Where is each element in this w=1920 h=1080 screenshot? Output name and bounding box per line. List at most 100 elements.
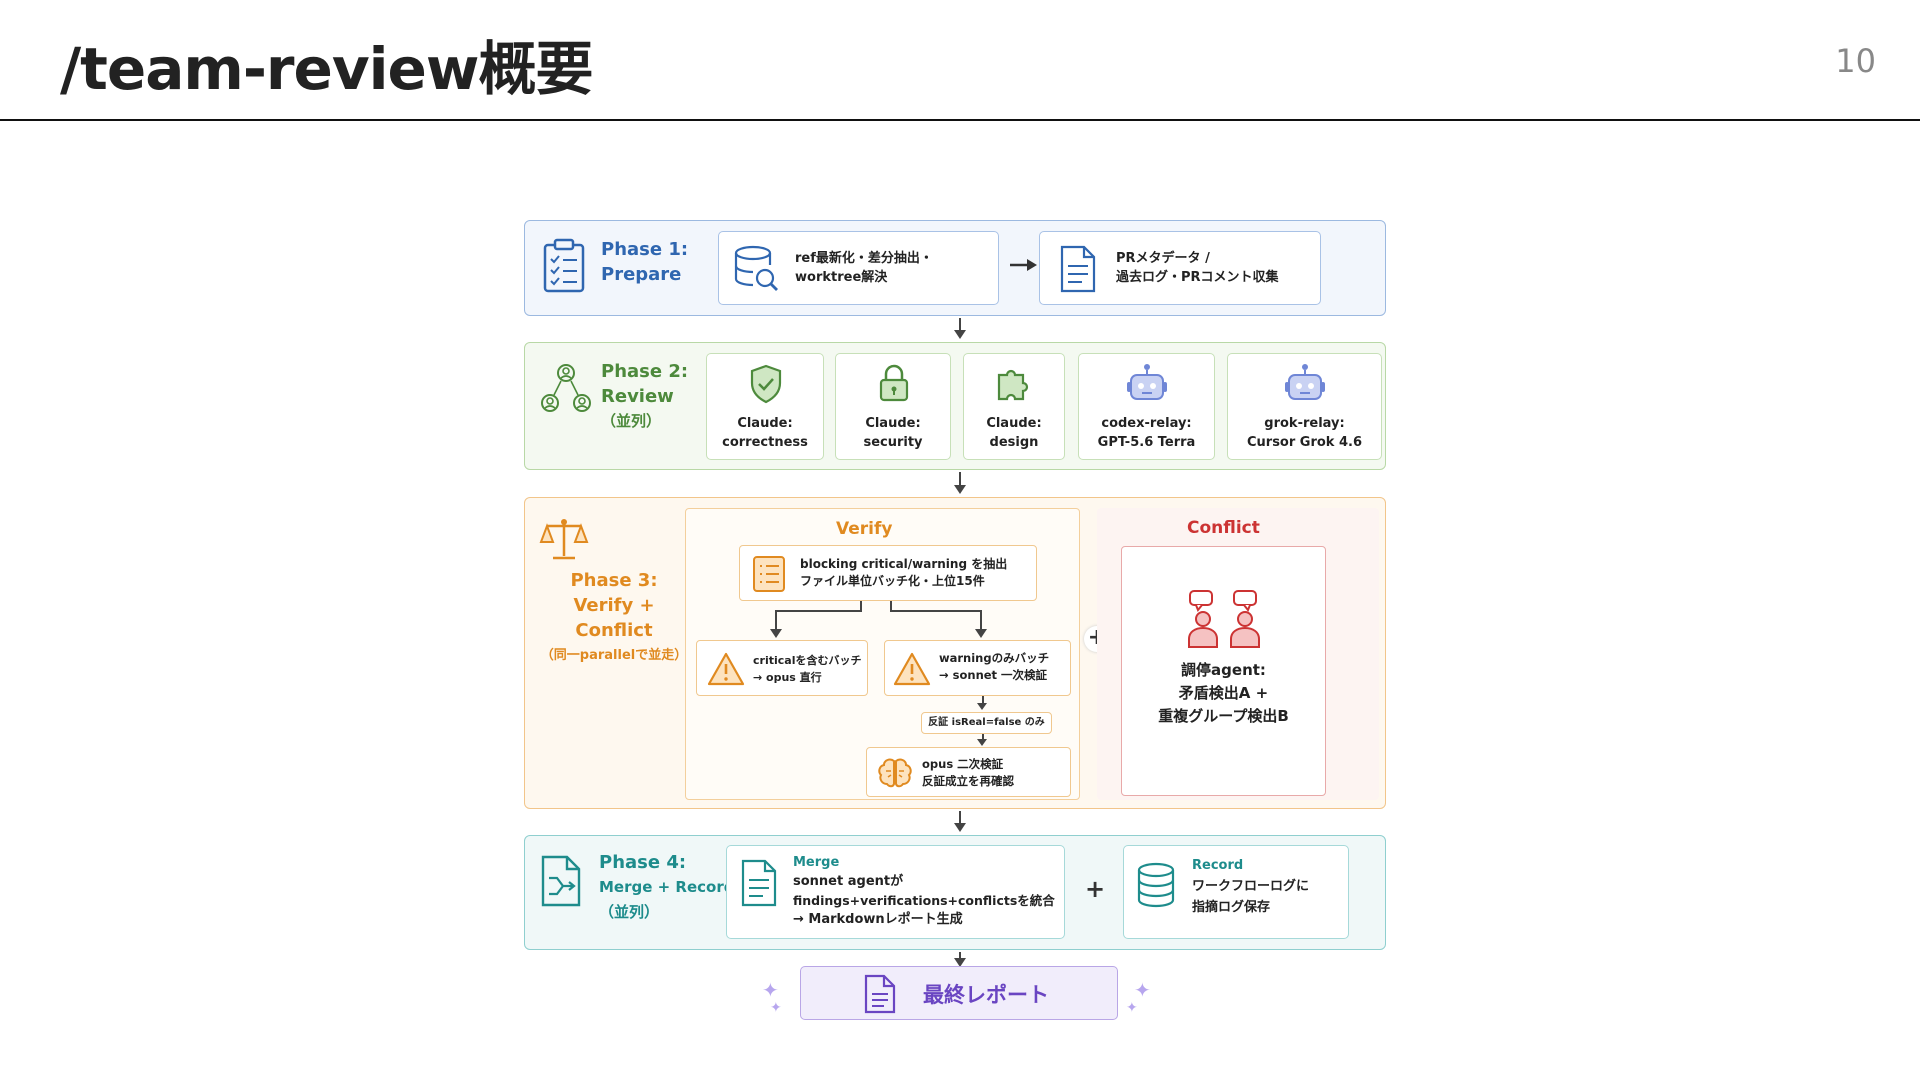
verify-extract-card: blocking critical/warning を抽出 ファイル単位バッチ化…	[739, 545, 1037, 601]
merge-card: Merge sonnet agentが findings+verificatio…	[726, 845, 1065, 939]
record-card: Record ワークフローログに 指摘ログ保存	[1123, 845, 1349, 939]
team-network-icon	[541, 364, 591, 412]
merge-title: Merge	[793, 855, 840, 870]
phase-4-note: （並列）	[599, 903, 660, 921]
plus-operator: +	[1085, 875, 1106, 903]
merge-line2: findings+verifications+conflictsを統合	[793, 893, 1055, 908]
puzzle-piece-icon	[997, 369, 1029, 401]
connector-line	[982, 734, 984, 742]
balance-scale-icon	[539, 519, 589, 560]
critical-batch-card: criticalを含むバッチ → opus 直行	[696, 640, 868, 696]
merge-line3: → Markdownレポート生成	[793, 912, 963, 927]
document-icon	[741, 859, 777, 907]
sparkle-icon: ✦	[1126, 1000, 1138, 1016]
phase-4-merge-record: Phase 4: Merge + Record （並列） Merge sonne…	[524, 835, 1386, 950]
reviewer-codex-card: codex-relay: GPT-5.6 Terra	[1078, 353, 1215, 460]
warning-batch-line1: warningのみバッチ	[939, 651, 1050, 665]
verify-extract-line2: ファイル単位バッチ化・上位15件	[800, 574, 985, 588]
connector-line	[982, 696, 984, 706]
phase-2-review: Phase 2: Review （並列） Claude: correctness	[524, 342, 1386, 470]
conflict-title: Conflict	[1187, 518, 1260, 538]
opus-second-check-card: opus 二次検証 反証成立を再確認	[866, 747, 1071, 797]
reviewer-security-card: Claude: security	[835, 353, 951, 460]
arrow-down-icon	[954, 330, 966, 339]
brain-icon	[878, 758, 912, 788]
connector-line	[959, 811, 961, 825]
critical-batch-line2: → opus 直行	[753, 671, 822, 684]
warning-batch-card: warningのみバッチ → sonnet 一次検証	[884, 640, 1071, 696]
phase-2-title: Phase 2:	[601, 361, 689, 382]
arrow-down-icon	[954, 823, 966, 832]
branch-connector	[770, 601, 987, 638]
rebuttal-filter-label: 反証 isReal=false のみ	[921, 712, 1052, 734]
robot-icon	[1127, 364, 1167, 400]
final-report-box: 最終レポート	[800, 966, 1118, 1020]
step-pr-metadata-line2: 過去ログ・PRコメント収集	[1116, 270, 1279, 285]
workflow-diagram: Phase 1: Prepare ref最新化・差分抽出・ worktree解決	[508, 208, 1408, 1028]
shield-check-icon	[750, 364, 782, 404]
mediator-line1: 調停agent:	[1181, 661, 1266, 679]
reviewer-grok-line1: grok-relay:	[1264, 416, 1345, 431]
phase-3-verify-conflict: Phase 3: Verify + Conflict （同一parallelで並…	[524, 497, 1386, 809]
phase-4-title: Phase 4:	[599, 852, 687, 873]
verify-extract-line1: blocking critical/warning を抽出	[800, 557, 1008, 571]
step-ref-diff-line2: worktree解決	[795, 270, 888, 285]
reviewer-security-line2: security	[863, 435, 923, 450]
phase-3-heading: Phase 3: Verify + Conflict （同一parallelで並…	[539, 568, 689, 668]
opus-second-check-line2: 反証成立を再確認	[922, 774, 1014, 788]
reviewer-design-line1: Claude:	[986, 416, 1042, 431]
mediator-agent-card: 調停agent: 矛盾検出A + 重複グループ検出B	[1121, 546, 1326, 796]
warning-triangle-icon	[707, 652, 745, 686]
connector-line	[959, 472, 961, 487]
record-line1: ワークフローログに	[1192, 879, 1310, 894]
arrow-down-icon	[977, 703, 987, 710]
phase-3-subtitle: Verify + Conflict	[573, 595, 655, 641]
phase-1-prepare: Phase 1: Prepare ref最新化・差分抽出・ worktree解決	[524, 220, 1386, 316]
conflict-panel: Conflict 調停agent: 矛盾検出A + 重複グループ検出B	[1097, 508, 1379, 800]
phase-2-heading: Phase 2: Review （並列）	[601, 359, 688, 434]
final-report-label: 最終レポート	[923, 983, 1049, 1007]
reviewer-codex-line2: GPT-5.6 Terra	[1097, 435, 1196, 450]
phase-2-note: （並列）	[601, 412, 662, 430]
phase-1-title: Phase 1:	[601, 239, 689, 260]
reviewer-grok-card: grok-relay: Cursor Grok 4.6	[1227, 353, 1382, 460]
verify-panel: Verify blocking critical/warning を抽出 ファイ…	[685, 508, 1080, 800]
phase-1-subtitle: Prepare	[601, 264, 682, 285]
mediator-line3: 重複グループ検出B	[1158, 707, 1289, 725]
rebuttal-filter-text: 反証 isReal=false のみ	[928, 717, 1045, 728]
reviewer-security-line1: Claude:	[865, 416, 921, 431]
connector-line	[959, 952, 961, 960]
sparkle-icon: ✦	[1134, 978, 1151, 1002]
record-line2: 指摘ログ保存	[1192, 900, 1271, 915]
step-pr-metadata-card: PRメタデータ / 過去ログ・PRコメント収集	[1039, 231, 1321, 305]
critical-batch-line1: criticalを含むバッチ	[753, 654, 862, 667]
warning-triangle-icon	[893, 652, 931, 686]
phase-4-subtitle: Merge + Record	[599, 878, 735, 896]
document-icon	[1060, 245, 1096, 293]
sparkle-icon: ✦	[770, 1000, 782, 1016]
clipboard-checklist-icon	[543, 238, 585, 293]
arrow-down-icon	[954, 485, 966, 494]
slide-title: /team-review概要	[60, 35, 593, 103]
phase-4-heading: Phase 4: Merge + Record （並列）	[599, 850, 734, 925]
phase-2-subtitle: Review	[601, 386, 674, 407]
step-ref-diff-line1: ref最新化・差分抽出・	[795, 251, 933, 266]
opus-second-check-line1: opus 二次検証	[922, 757, 1004, 771]
page-number: 10	[1835, 42, 1876, 80]
verify-title: Verify	[836, 519, 893, 539]
database-icon	[1137, 862, 1175, 908]
reviewer-correctness-line2: correctness	[722, 435, 808, 450]
list-document-icon	[753, 556, 785, 592]
debating-people-icon	[1188, 590, 1260, 648]
lock-icon	[879, 364, 909, 402]
reviewer-design-card: Claude: design	[963, 353, 1065, 460]
arrow-right-icon	[1010, 259, 1037, 271]
reviewer-correctness-card: Claude: correctness	[706, 353, 824, 460]
warning-batch-line2: → sonnet 一次検証	[939, 668, 1048, 682]
title-divider	[0, 119, 1920, 121]
connector-line	[959, 318, 961, 332]
sparkle-icon: ✦	[762, 978, 779, 1002]
reviewer-correctness-line1: Claude:	[737, 416, 793, 431]
merge-line1: sonnet agentが	[793, 874, 904, 889]
phase-1-heading: Phase 1: Prepare	[601, 237, 688, 287]
